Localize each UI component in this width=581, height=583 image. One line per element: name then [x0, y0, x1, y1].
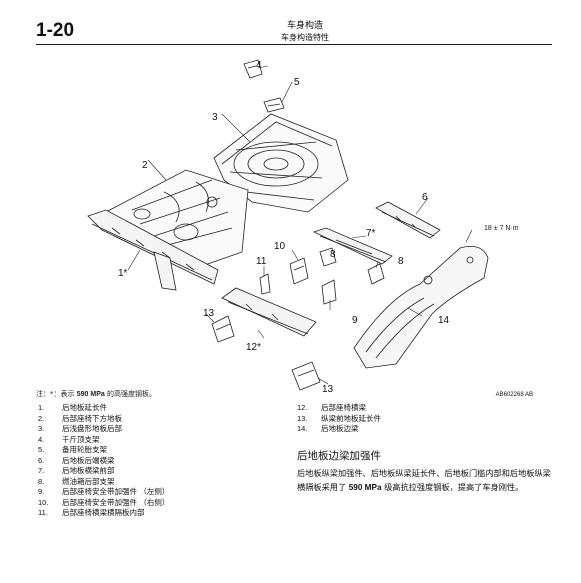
side-member-extension-upper-drawing: [211, 315, 235, 343]
callout-1-star: 1*: [118, 268, 128, 279]
floor-extension-member-drawing: [87, 209, 219, 291]
rear-floor-side-member-drawing: [353, 245, 489, 369]
seat-belt-reinforcement-left-drawing: [321, 279, 337, 305]
parts-list-right: 12.后部座椅横梁 13.纵梁前地板延长件 14.后地板边梁: [297, 403, 381, 435]
list-item: 12.后部座椅横梁: [297, 403, 366, 412]
crossmember-partition-drawing: [259, 273, 271, 295]
section-title: 后地板边梁加强件: [297, 450, 381, 462]
section-body: 后地板纵梁加强件、后地板纵梁延长件、后地板门槛内部和后地板纵梁横隔板采用了 59…: [297, 466, 553, 495]
rear-end-crossmember-drawing: [375, 201, 441, 239]
list-item: 7.后地板横梁前部: [38, 466, 115, 475]
callout-13-upper: 13: [203, 308, 215, 319]
high-strength-note: 注：*：表示 590 MPa 的高强度钢板。: [36, 389, 156, 399]
callout-11: 11: [256, 256, 267, 267]
parts-list-left: 1.后地板延长件 2.后部座椅下方地板 3.后浅盘形地板后部 4.千斤顶支架 5…: [38, 403, 169, 519]
callout-14: 14: [438, 315, 450, 326]
list-item: 2.后部座椅下方地板: [38, 413, 122, 423]
list-item: 1.后地板延长件: [38, 403, 107, 412]
list-item: 5.备用轮胎支架: [38, 445, 107, 454]
callout-13-lower: 13: [322, 384, 334, 395]
list-item: 4.千斤顶支架: [38, 434, 100, 444]
jack-bracket-drawing: [243, 59, 263, 79]
rear-seat-crossmember-drawing: [221, 287, 317, 337]
header-rule: [36, 44, 552, 45]
list-item: 3.后浅盘形地板后部: [38, 424, 122, 433]
callout-8-left: 8: [330, 249, 336, 260]
fuel-tank-bracket-left-drawing: [319, 247, 337, 267]
section-body-suffix: 级高抗拉强度钢板，提高了车身刚性。: [381, 482, 524, 492]
rear-floor-exploded-diagram: [87, 59, 489, 391]
list-item: 13.纵梁前地板延长件: [297, 413, 381, 423]
callout-9: 9: [352, 315, 358, 326]
torque-spec: 18 ± 7 N·m: [484, 225, 519, 232]
section-body-prefix: 后地板纵梁加强件、后地板纵梁延长件、后地板门槛内部和后地板纵梁横隔板采用了: [297, 468, 551, 492]
callout-3: 3: [212, 112, 218, 123]
callout-6: 6: [422, 192, 428, 203]
callout-leaders: [127, 65, 473, 385]
note-prefix: 注：*：表示: [36, 390, 77, 398]
fuel-tank-bracket-right-drawing: [367, 263, 385, 285]
seat-belt-reinforcement-right-drawing: [289, 257, 309, 285]
list-item: 9.后部座椅安全带加强件 （左侧）: [38, 487, 170, 496]
note-suffix: 的高强度钢板。: [104, 390, 156, 398]
header-subtitle: 车身构造特性: [281, 33, 329, 42]
header-title: 车身构造: [286, 21, 323, 31]
callout-10: 10: [274, 241, 286, 252]
figure-id: AB602268 AB: [495, 392, 533, 398]
callout-4: 4: [256, 60, 262, 71]
side-member-extension-lower-drawing: [291, 361, 321, 391]
callout-7-star: 7*: [366, 228, 376, 239]
page-number: 1-20: [36, 20, 75, 41]
rear-floor-pan-drawing: [213, 113, 349, 213]
list-item: 6.后地板后端横梁: [38, 455, 115, 465]
list-item: 11.后部座椅横梁横隔板内部: [38, 508, 145, 517]
spare-tire-bracket-drawing: [263, 97, 285, 113]
list-item: 10.后部座椅安全带加强件 （右侧）: [38, 497, 170, 507]
callout-5: 5: [294, 77, 300, 88]
front-crossmember-drawing: [312, 227, 393, 265]
callout-2: 2: [142, 160, 148, 171]
section-strength: 590 MPa: [348, 483, 382, 492]
list-item: 8.燃油箱后部支架: [38, 476, 115, 486]
callout-12-star: 12*: [246, 342, 262, 353]
callout-8-right: 8: [398, 256, 404, 267]
note-strength: 590 MPa: [76, 391, 105, 398]
list-item: 14.后地板边梁: [297, 424, 359, 433]
